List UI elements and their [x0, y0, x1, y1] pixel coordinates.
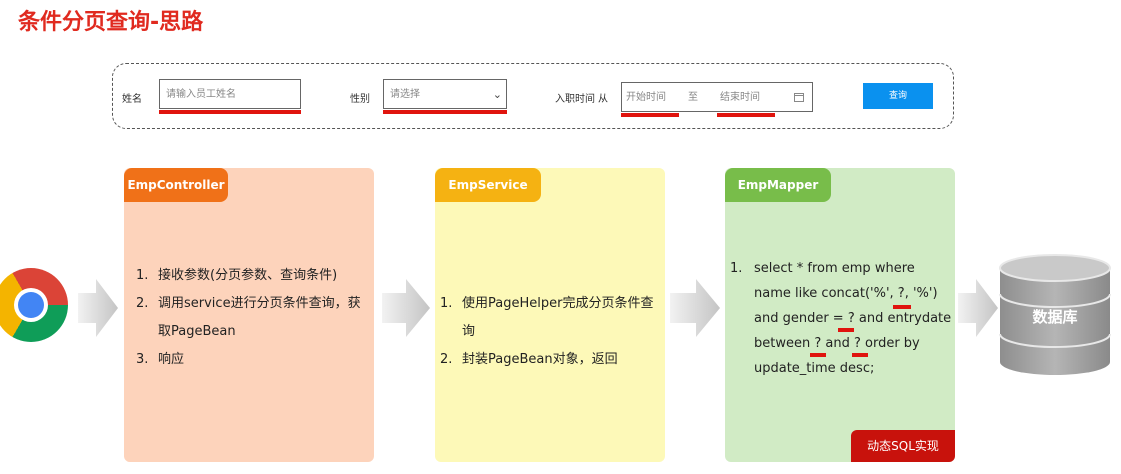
- mapper-box: [725, 168, 955, 462]
- date-range-picker[interactable]: 开始时间 至 结束时间: [621, 82, 813, 112]
- service-steps: 1.使用PageHelper完成分页条件查询 2.封装PageBean对象，返回: [440, 290, 658, 374]
- date-from-label: 从: [598, 94, 608, 105]
- list-item: 1.使用PageHelper完成分页条件查询: [440, 296, 654, 339]
- start-date-input[interactable]: 开始时间: [626, 92, 666, 103]
- date-sep: 至: [688, 92, 698, 103]
- param-highlight: [838, 328, 854, 332]
- sql-line: between ? and ? order by: [754, 336, 920, 351]
- search-form: 姓名 请输入员工姓名 性别 请选择 ⌄ 入职时间 从 开始时间 至 结束时间 查…: [112, 63, 954, 129]
- name-label: 姓名: [122, 94, 142, 105]
- chrome-browser-icon: [0, 268, 68, 342]
- gender-label: 性别: [350, 94, 370, 105]
- gender-select[interactable]: 请选择 ⌄: [383, 79, 507, 109]
- database-label: 数据库: [1032, 308, 1078, 326]
- list-item: 1.接收参数(分页参数、查询条件): [136, 268, 338, 283]
- sql-line: and gender = ? and entrydate: [754, 311, 952, 326]
- list-item: 2.封装PageBean对象，返回: [440, 352, 618, 367]
- sql-number: 1.: [730, 261, 743, 276]
- chevron-down-icon: ⌄: [492, 88, 502, 101]
- mapper-tag: EmpMapper: [725, 168, 831, 202]
- service-tag: EmpService: [435, 168, 541, 202]
- param-highlight: [810, 353, 826, 357]
- dynamic-sql-badge: 动态SQL实现: [851, 430, 955, 462]
- gender-select-value: 请选择: [390, 89, 420, 100]
- list-item: 3.响应: [136, 352, 185, 367]
- end-date-input[interactable]: 结束时间: [720, 92, 760, 103]
- arrow-right-icon: [958, 279, 998, 337]
- start-date-highlight: [621, 113, 679, 117]
- controller-box: [124, 168, 374, 462]
- service-box: [435, 168, 665, 462]
- calendar-icon: [794, 93, 804, 102]
- controller-steps: 1.接收参数(分页参数、查询条件) 2.调用service进行分页条件查询，获取…: [136, 262, 368, 374]
- param-highlight: [852, 353, 868, 357]
- search-button[interactable]: 查询: [863, 83, 933, 109]
- page-title: 条件分页查询-思路: [18, 10, 204, 35]
- date-label: 入职时间: [555, 94, 595, 105]
- list-item: 2.调用service进行分页条件查询，获取PageBean: [136, 296, 361, 339]
- controller-tag: EmpController: [124, 168, 228, 202]
- sql-line: update_time desc;: [754, 361, 875, 376]
- name-highlight: [159, 110, 301, 114]
- param-highlight: [893, 305, 911, 309]
- arrow-right-icon: [382, 279, 430, 337]
- sql-line: name like concat('%', ?, '%'): [754, 286, 938, 301]
- arrow-right-icon: [78, 279, 118, 337]
- gender-highlight: [383, 110, 507, 114]
- database-icon: [999, 254, 1111, 375]
- sql-line: select * from emp where: [754, 261, 915, 276]
- mapper-sql: 1. select * from emp where name like con…: [730, 256, 958, 381]
- end-date-highlight: [717, 113, 775, 117]
- name-input[interactable]: 请输入员工姓名: [159, 79, 301, 109]
- arrow-right-icon: [670, 279, 720, 337]
